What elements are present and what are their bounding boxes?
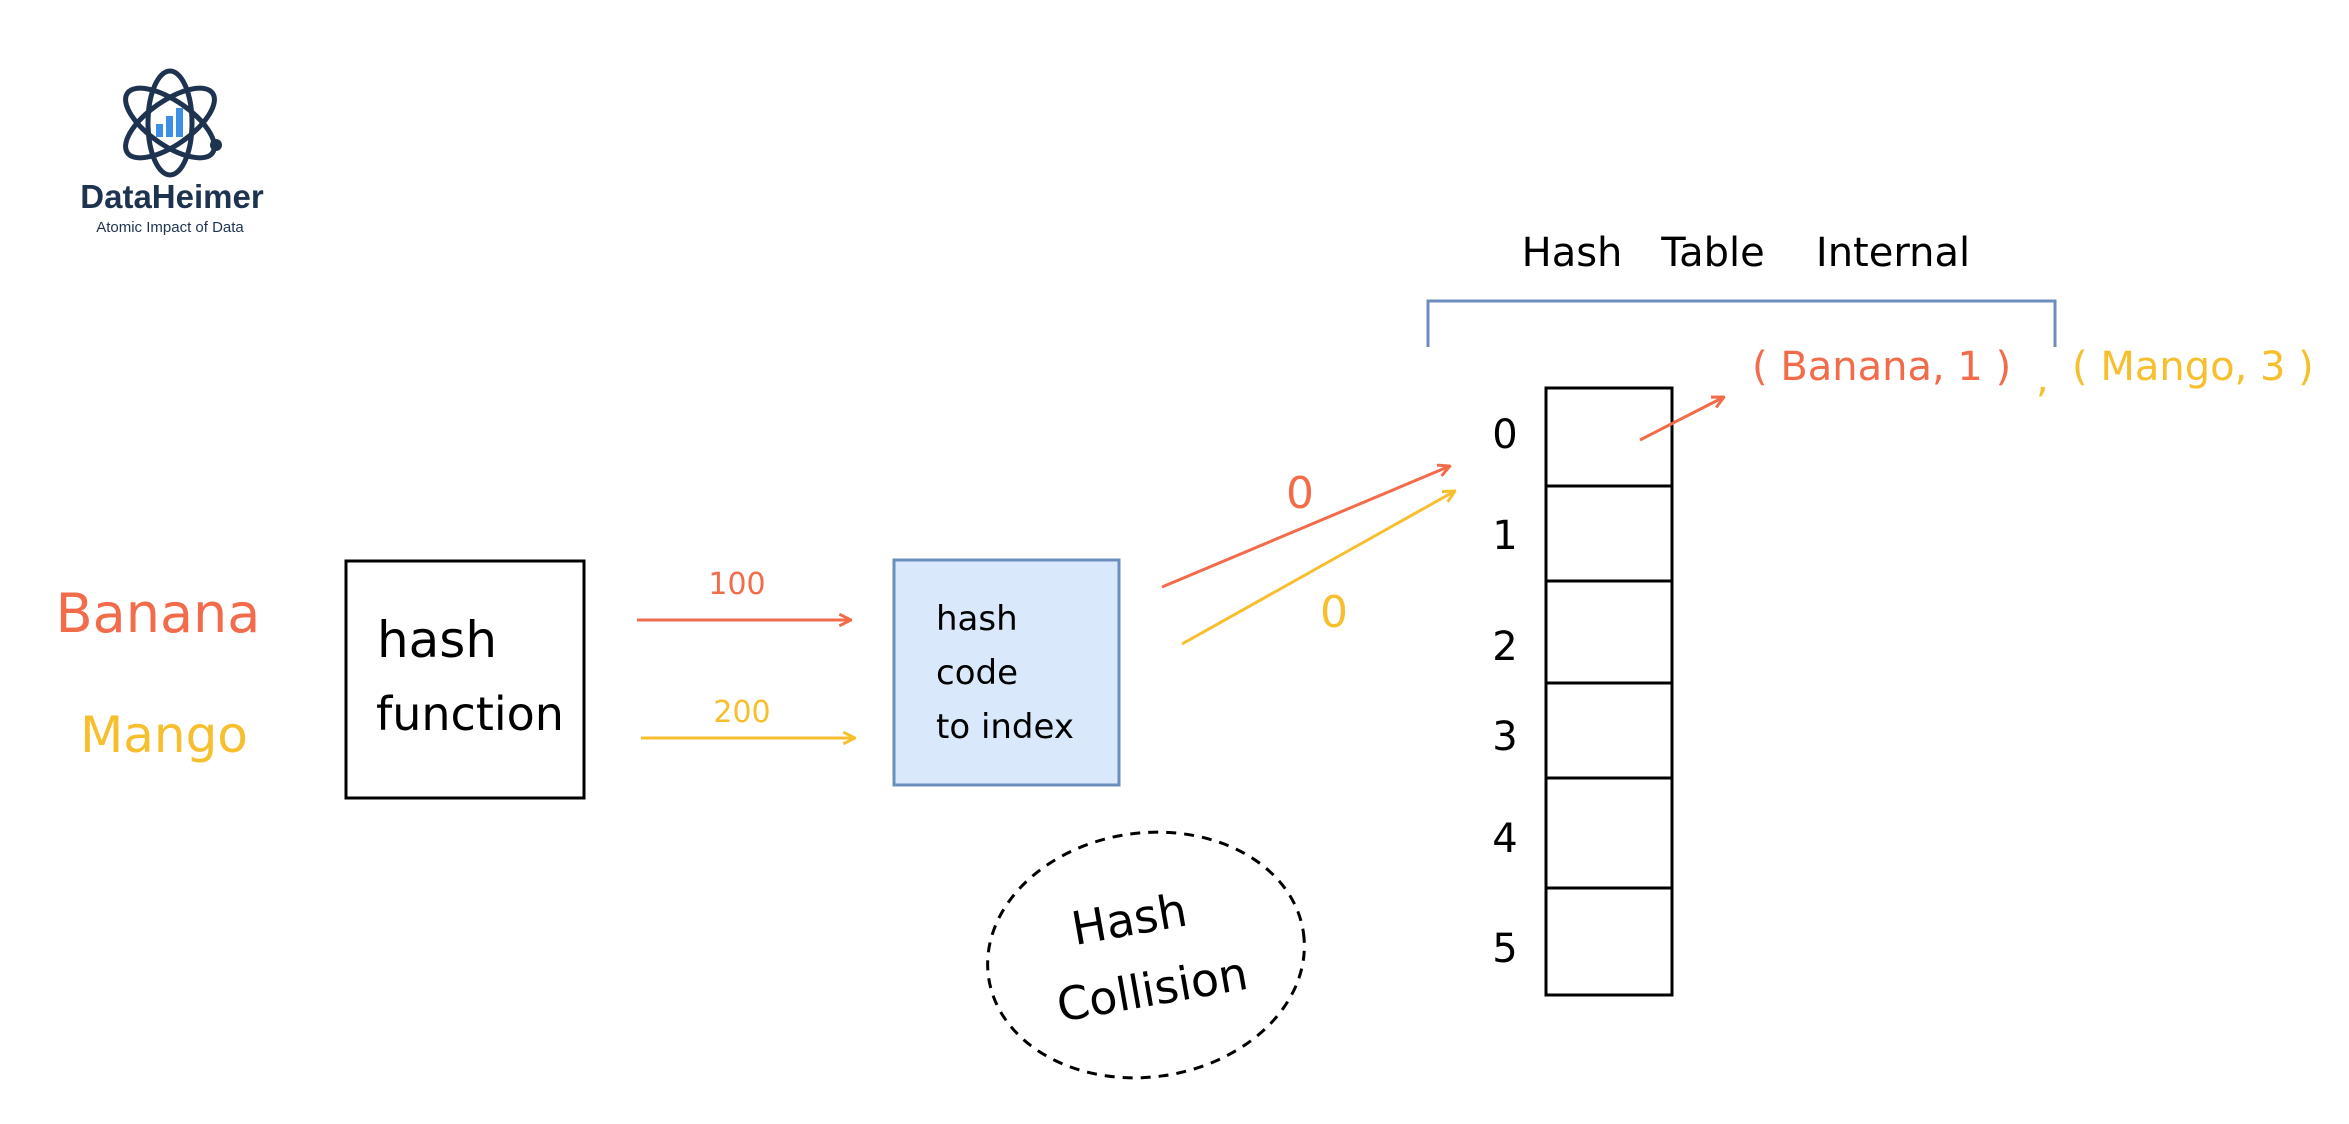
chain-entry-mango: ( Mango, 3 ) bbox=[2072, 344, 2314, 390]
bucket-index-5: 5 bbox=[1492, 926, 1517, 972]
table-bracket bbox=[1426, 299, 2057, 347]
chain-entry-banana: ( Banana, 1 ) bbox=[1752, 344, 2011, 390]
arrow-bucket0-chain bbox=[1639, 397, 1724, 442]
logo-name: DataHeimer bbox=[80, 178, 264, 215]
logo-tagline: Atomic Impact of Data bbox=[96, 219, 244, 236]
hash-collision-callout: Hash Collision bbox=[986, 830, 1306, 1080]
index-mango: 0 bbox=[1320, 587, 1348, 638]
input-banana: Banana bbox=[56, 582, 261, 645]
hash-function-label-line1: hash bbox=[377, 611, 497, 669]
hash-table bbox=[1544, 386, 1674, 997]
table-title-word2: Table bbox=[1660, 230, 1764, 276]
collision-label-line2: Collision bbox=[1053, 946, 1252, 1033]
bucket-index-1: 1 bbox=[1492, 513, 1517, 559]
index-box-line3: to index bbox=[936, 707, 1074, 747]
bucket-4 bbox=[1544, 776, 1674, 890]
bucket-0 bbox=[1544, 386, 1674, 488]
collision-label-line1: Hash bbox=[1067, 883, 1191, 956]
bucket-3 bbox=[1544, 681, 1674, 780]
bucket-2 bbox=[1544, 579, 1674, 685]
hash-function-label-line2: function bbox=[376, 687, 564, 741]
hashcode-banana: 100 bbox=[708, 567, 765, 602]
bucket-index-2: 2 bbox=[1492, 624, 1517, 670]
chain-separator: , bbox=[2036, 356, 2049, 402]
hash-table-title: Hash Table Internal bbox=[1522, 230, 1970, 276]
hashcode-mango: 200 bbox=[713, 695, 770, 730]
index-box-line1: hash bbox=[936, 599, 1018, 639]
input-mango: Mango bbox=[80, 706, 248, 764]
arrow-banana-index bbox=[1161, 466, 1450, 589]
bucket-5 bbox=[1544, 886, 1674, 997]
bucket-index-3: 3 bbox=[1492, 714, 1517, 760]
bucket-index-4: 4 bbox=[1492, 816, 1517, 862]
index-banana: 0 bbox=[1286, 468, 1314, 519]
bucket-index-0: 0 bbox=[1492, 412, 1517, 458]
atom-chart-icon bbox=[123, 68, 222, 178]
bucket-indices: 0 1 2 3 4 5 bbox=[1492, 412, 1517, 972]
index-box-line2: code bbox=[936, 653, 1018, 693]
arrow-mango-index bbox=[1181, 491, 1455, 646]
bucket-1 bbox=[1544, 484, 1674, 583]
logo: DataHeimer Atomic Impact of Data bbox=[80, 68, 264, 236]
table-title-word1: Hash bbox=[1522, 230, 1623, 276]
hashcode-to-index-box: hash code to index bbox=[892, 558, 1121, 787]
hash-function-box: hash function bbox=[344, 559, 586, 800]
table-title-word3: Internal bbox=[1816, 230, 1970, 276]
